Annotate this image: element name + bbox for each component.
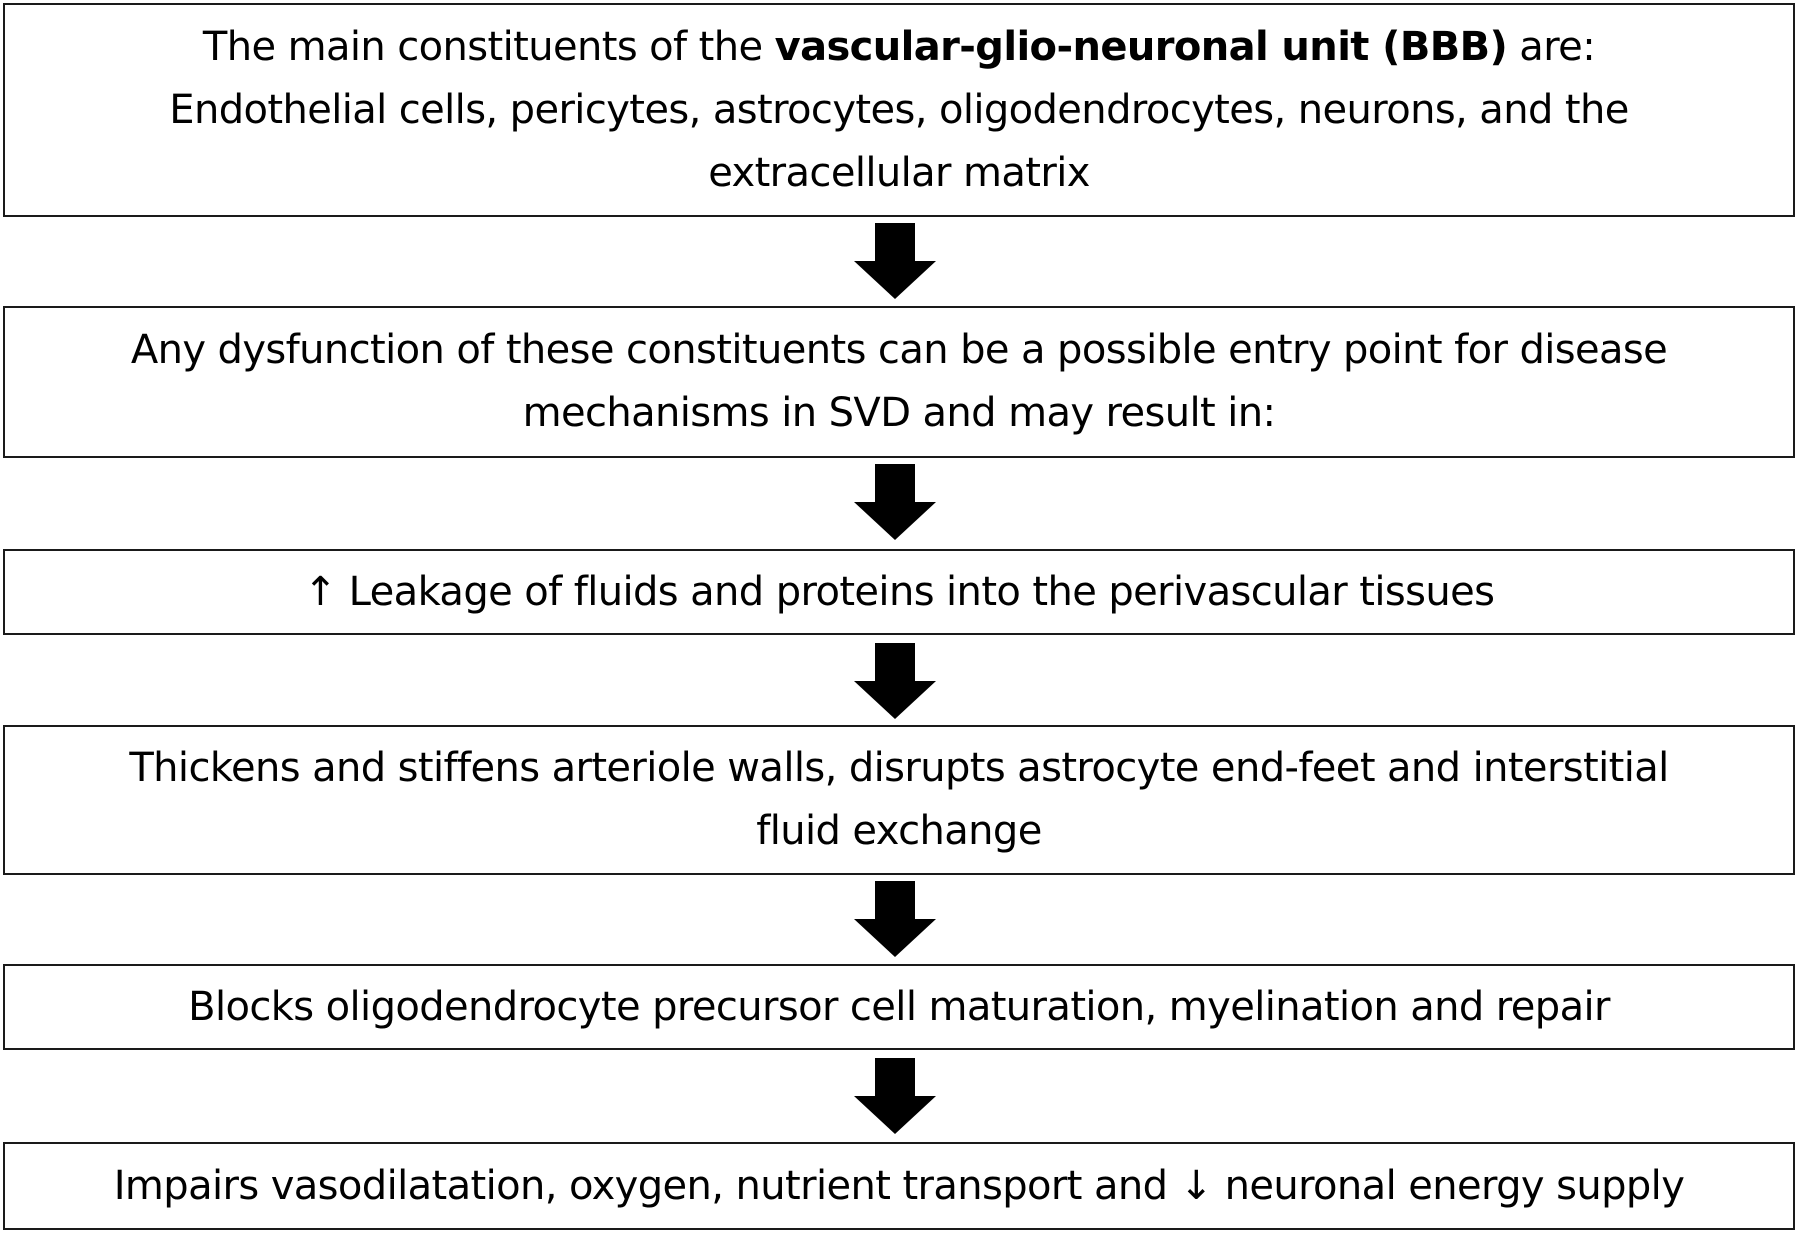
flow-step-1-line-1: The main constituents of the vascular-gl… [202,16,1596,79]
flow-step-2-line-2: mechanisms in SVD and may result in: [522,390,1276,436]
down-arrow-icon [854,464,936,540]
flow-step-5-line-1: Blocks oligodendrocyte precursor cell ma… [188,983,1610,1030]
flow-step-1-line-2: Endothelial cells, pericytes, astrocytes… [169,86,1629,133]
flow-step-1-text-prefix: The main constituents of the [202,23,775,70]
flow-step-6-line-1: Impairs vasodilatation, oxygen, nutrient… [113,1162,1685,1209]
flow-step-4-line-2: fluid exchange [756,808,1042,854]
down-arrow-icon [854,1058,936,1134]
flow-step-2-box: Any dysfunction of these constituents ca… [3,306,1795,458]
flow-step-5-box: Blocks oligodendrocyte precursor cell ma… [3,964,1795,1050]
down-arrow-icon [854,881,936,957]
flow-step-4-box: Thickens and stiffens arteriole walls, d… [3,725,1795,875]
flow-step-4-line-1: Thickens and stiffens arteriole walls, d… [129,745,1669,791]
flow-step-3-box: ↑ Leakage of fluids and proteins into th… [3,549,1795,635]
flow-step-6-box: Impairs vasodilatation, oxygen, nutrient… [3,1142,1795,1230]
flow-step-1-box: The main constituents of the vascular-gl… [3,3,1795,217]
down-arrow-icon [854,223,936,299]
flow-step-3-line-1: ↑ Leakage of fluids and proteins into th… [303,568,1495,615]
flow-step-2-line-1: Any dysfunction of these constituents ca… [130,327,1668,373]
flow-step-1-line-3: extracellular matrix [708,149,1090,196]
flow-step-1-text-suffix: are: [1507,23,1596,70]
flow-step-1-text-bold: vascular-glio-neuronal unit (BBB) [774,23,1508,70]
down-arrow-icon [854,643,936,719]
